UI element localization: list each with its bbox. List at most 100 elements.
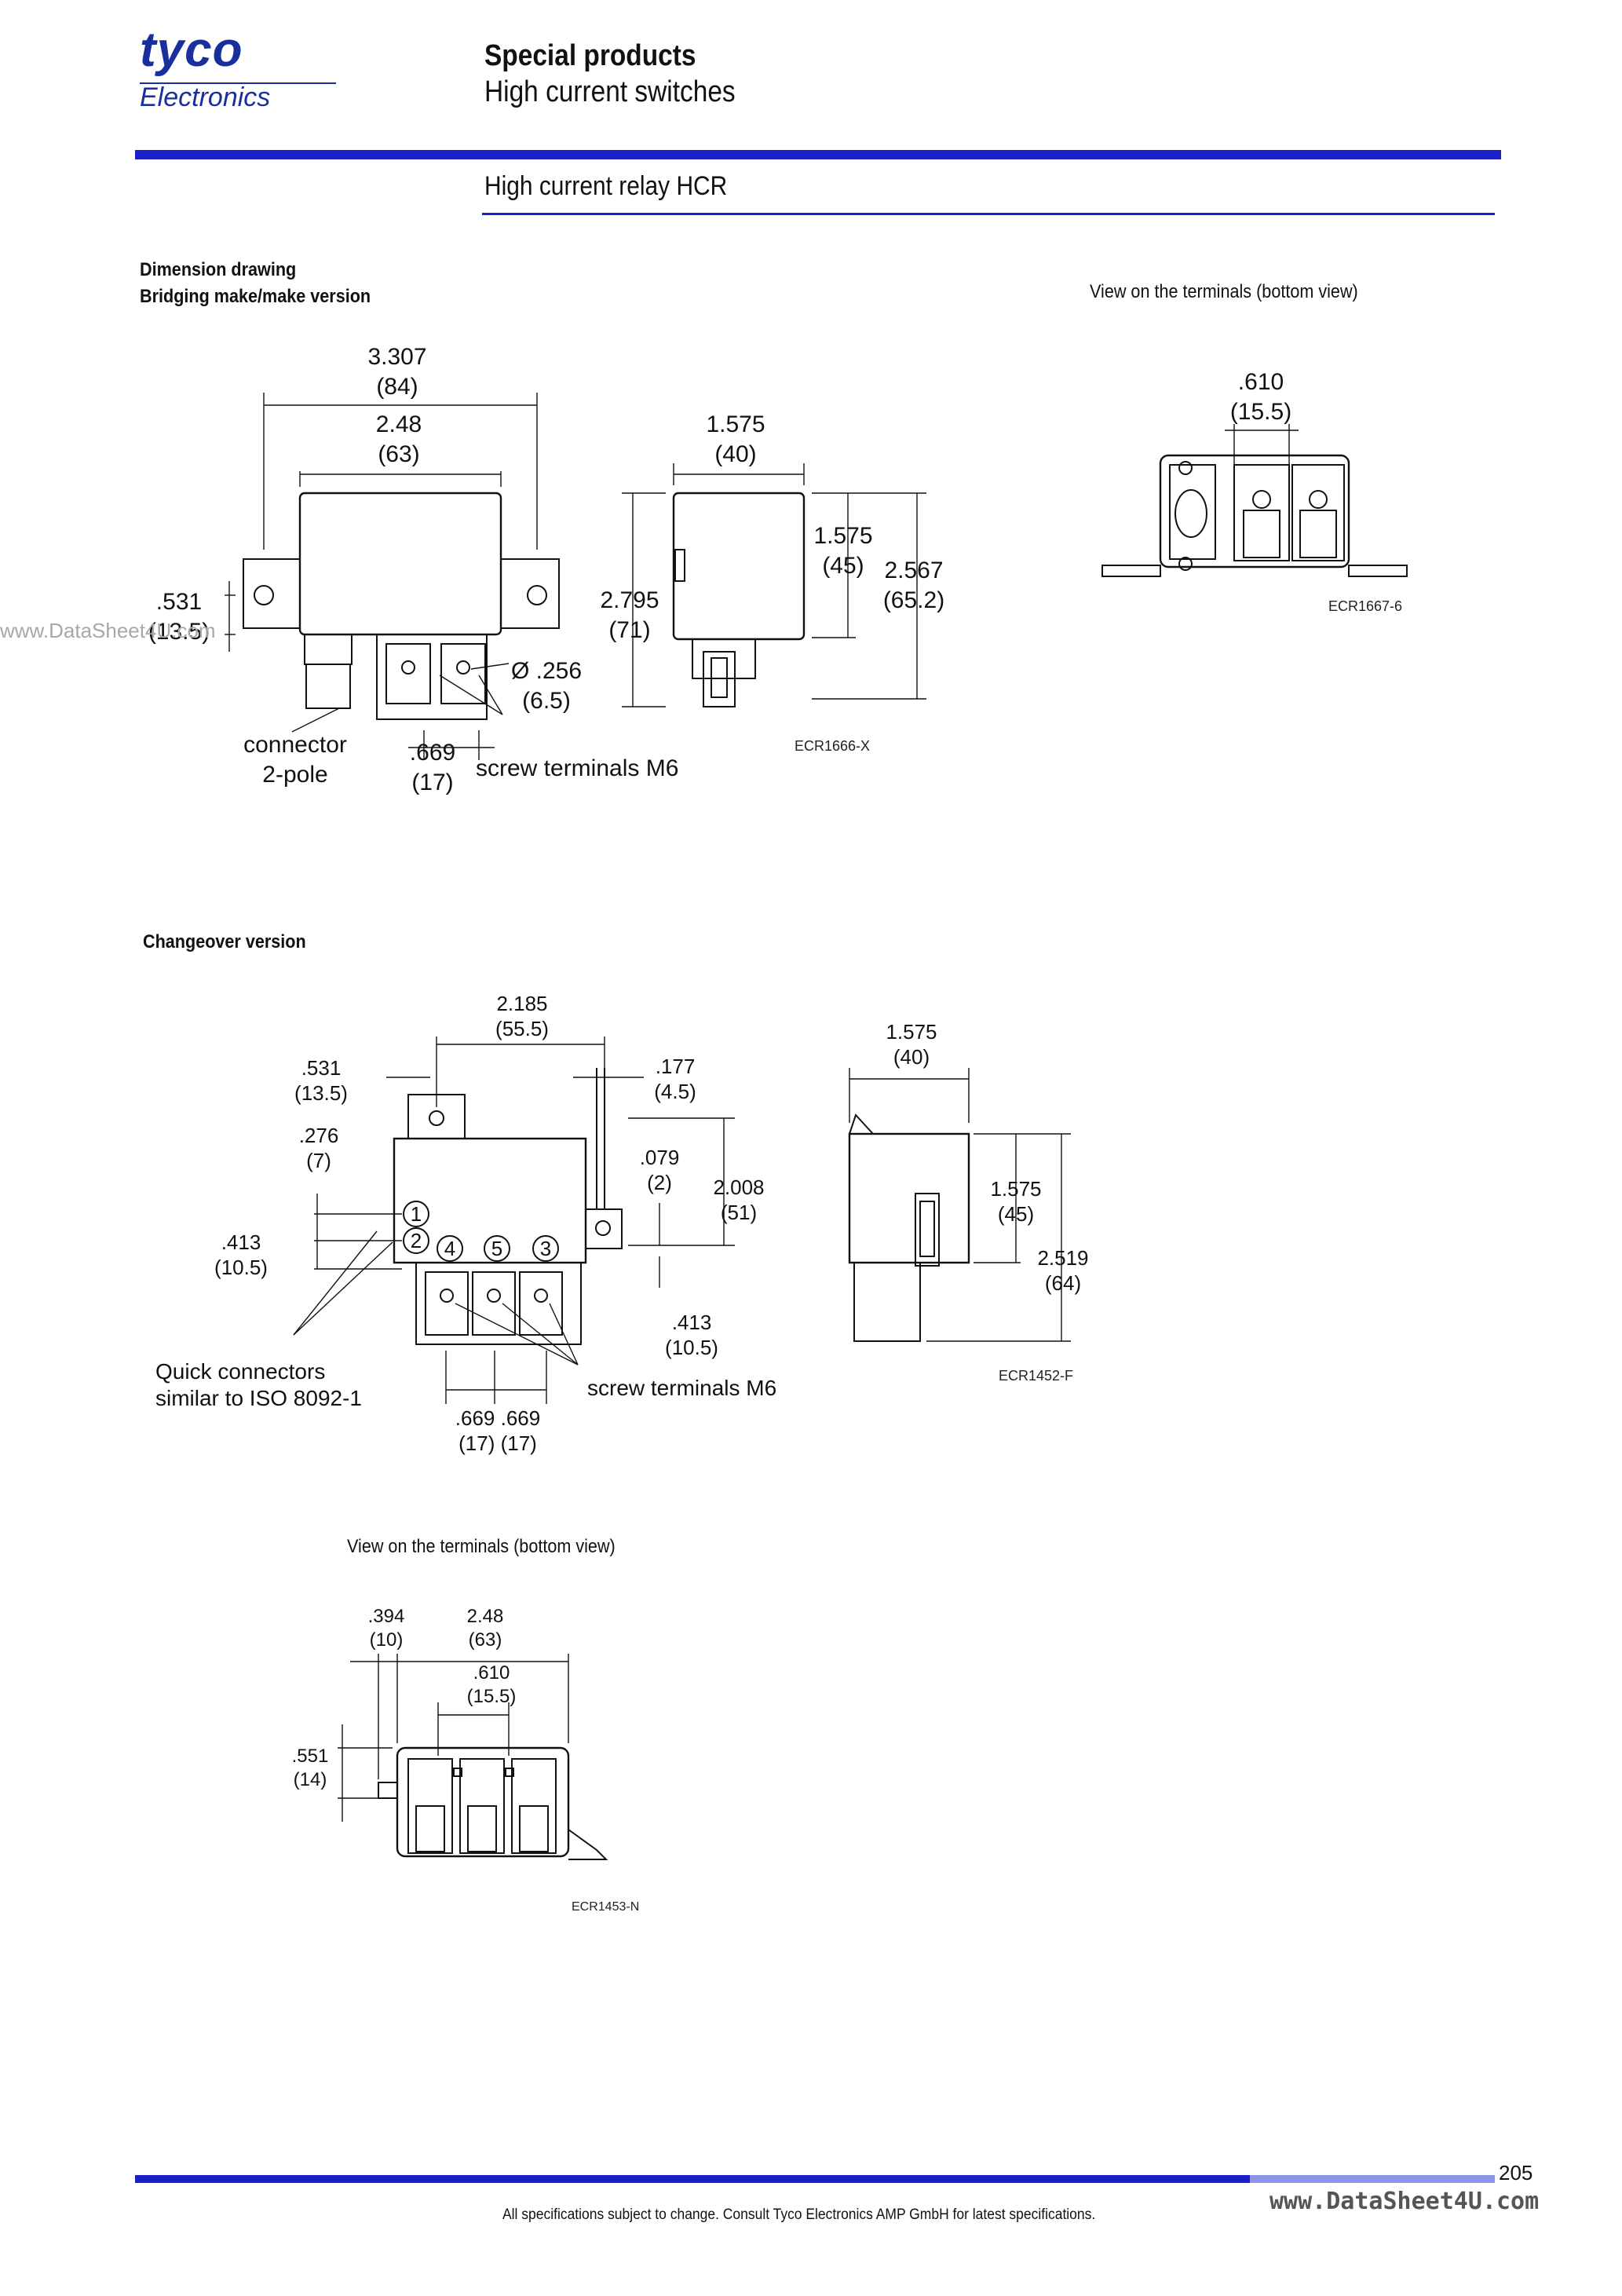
brand-sub: Electronics: [140, 82, 271, 112]
dim-mm: (65.2): [882, 587, 945, 613]
drawing2-front-view: [293, 1036, 735, 1404]
dim-overall-width: 3.307 (84): [350, 342, 444, 402]
drawing1-front-view: [225, 393, 560, 760]
dim-pin-offset: .177 (4.5): [644, 1054, 707, 1104]
connector-pole-text: 2-pole: [262, 762, 328, 788]
dim-value: 2.008: [713, 1175, 765, 1199]
dim-terminal-depth: .413 (10.5): [656, 1310, 727, 1360]
dim-terminal-pitches: .669 .669 (17) (17): [443, 1406, 553, 1456]
ecr-code: ECR1452-F: [999, 1368, 1074, 1384]
dim-value: .531: [301, 1056, 342, 1080]
dim-value: .610: [1237, 369, 1284, 395]
brand-logo: tyco Electronics: [140, 22, 344, 124]
dim-mm: (2): [647, 1171, 672, 1194]
drawing2-label: Changeover version: [143, 931, 306, 952]
dim-side-body-height: 1.575 (45): [977, 1176, 1055, 1227]
dim-mm: (45): [822, 553, 864, 579]
dim-value: .551: [291, 1746, 329, 1767]
ecr-code: ECR1667-6: [1328, 598, 1403, 614]
dim-mm: (63): [468, 1629, 502, 1651]
dim-mm: (15.5): [466, 1686, 517, 1707]
quick-connectors-standard: similar to ISO 8092-1: [155, 1386, 362, 1410]
dim-mm: (14): [293, 1769, 327, 1790]
dim-mm: (6.5): [522, 688, 571, 714]
dim-value: .669 .669: [455, 1406, 541, 1430]
dim-value: 2.519: [1037, 1246, 1089, 1270]
dim-value: 2.567: [884, 558, 944, 583]
drawing1-label: Dimension drawing: [140, 259, 297, 280]
dim-connector-offset: .413 (10.5): [206, 1230, 276, 1280]
footer-site: www.DataSheet4U.com: [1269, 2188, 1540, 2215]
logo-rule: [140, 82, 336, 84]
dim-bottom-pitch: .610 (15.5): [1222, 367, 1300, 427]
dim-value: 1.575: [990, 1177, 1042, 1201]
dim-mm: (13.5): [148, 619, 210, 645]
dim-mm: (55.5): [495, 1017, 549, 1040]
dim-value: .413: [221, 1230, 261, 1254]
drawing2-side-view: [848, 1068, 1071, 1342]
terminal-number: 4: [444, 1237, 456, 1260]
dim-value: 1.575: [813, 523, 873, 549]
dim-value: .669: [409, 740, 456, 766]
terminal-number: 3: [539, 1237, 552, 1260]
dim-value: .079: [639, 1146, 680, 1169]
dim-value: .610: [473, 1662, 510, 1684]
dim-mm: (63): [378, 441, 420, 467]
drawing1-side-view: [622, 463, 926, 707]
dim-mm: (10.5): [665, 1336, 718, 1359]
dim-terminal-pitch: .610 (15.5): [460, 1662, 523, 1709]
dim-connector-height: .551 (14): [283, 1745, 338, 1792]
dim-value: .413: [671, 1311, 712, 1334]
dim-mm: (40): [893, 1045, 930, 1069]
dim-value: .177: [655, 1055, 696, 1078]
dim-small-gap: .079 (2): [628, 1145, 691, 1195]
drawing1-bottom-view-label: View on the terminals (bottom view): [1090, 281, 1358, 302]
dim-terminal-span: 2.185 (55.5): [479, 991, 565, 1041]
dim-body-height: 2.008 (51): [703, 1175, 774, 1225]
dim-mm: (64): [1044, 1271, 1082, 1295]
dim-flange-height: .531 (13.5): [140, 587, 218, 647]
dim-value: 2.795: [600, 587, 659, 613]
header-rule: [135, 150, 1501, 159]
dim-value: 3.307: [367, 344, 427, 370]
dim-connector-spacing: .276 (7): [287, 1123, 350, 1173]
page-title: Special products: [484, 39, 696, 72]
dim-side-total-height: 2.519 (64): [1024, 1245, 1102, 1296]
dim-mm: (7): [306, 1149, 331, 1172]
quick-connectors-text: Quick connectors: [155, 1359, 326, 1384]
dim-side-width: 1.575 (40): [868, 1019, 955, 1069]
watermark: www.DataSheet4U.com: [0, 619, 216, 642]
dim-value: 2.48: [375, 411, 422, 437]
dim-overall-height: 2.795 (71): [590, 586, 669, 645]
drawing1-bottom-view: [1101, 424, 1408, 577]
terminal-number: 5: [491, 1237, 503, 1260]
footer-rule: [135, 2175, 1250, 2183]
dim-mm: (4.5): [654, 1080, 696, 1103]
connector-label: connector 2-pole: [232, 730, 358, 790]
dim-value: 2.48: [466, 1606, 504, 1627]
dim-mm: (10): [369, 1629, 404, 1651]
dim-side-body-height: 1.575 (45): [804, 521, 882, 581]
footer-note: All specifications subject to change. Co…: [502, 2206, 1096, 2223]
quick-connectors-label: Quick connectors similar to ISO 8092-1: [155, 1358, 362, 1412]
terminal-number: 1: [410, 1202, 422, 1226]
dim-body-width: 2.48 (63): [454, 1605, 517, 1652]
dim-mm: (40): [714, 441, 757, 467]
connector-text: connector: [243, 732, 347, 758]
dim-mm: (15.5): [1229, 399, 1292, 425]
dim-mm: (71): [608, 617, 651, 643]
section-title: High current relay HCR: [484, 171, 728, 201]
screw-terminals-label: screw terminals M6: [476, 755, 679, 781]
dim-value: 1.575: [886, 1020, 937, 1044]
dim-value: 1.575: [706, 411, 765, 437]
footer-rule-accent: [1250, 2175, 1495, 2183]
page-number: 205: [1499, 2161, 1533, 2184]
screw-terminals-label: screw terminals M6: [587, 1376, 777, 1400]
ecr-code: ECR1453-N: [572, 1900, 640, 1914]
page-subtitle: High current switches: [484, 75, 736, 108]
dim-mm: (13.5): [294, 1081, 348, 1105]
dim-mm: (45): [997, 1202, 1035, 1226]
dim-value: 2.185: [496, 992, 548, 1015]
dim-mm: (17) (17): [458, 1431, 537, 1455]
